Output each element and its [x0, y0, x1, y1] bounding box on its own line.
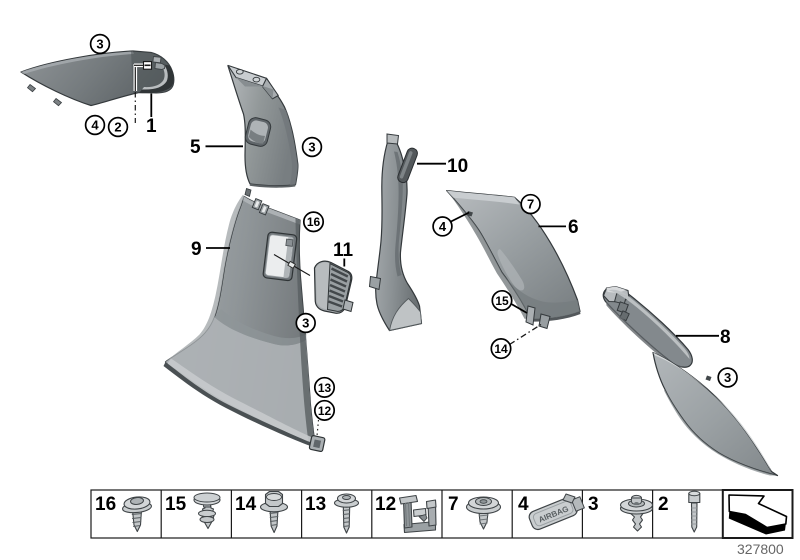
svg-text:10: 10: [447, 156, 468, 177]
svg-text:12: 12: [318, 404, 332, 418]
svg-text:3: 3: [724, 370, 731, 385]
svg-text:2: 2: [658, 494, 669, 515]
svg-text:4: 4: [518, 494, 529, 515]
svg-text:3: 3: [302, 316, 309, 331]
svg-text:6: 6: [568, 217, 579, 238]
svg-text:4: 4: [439, 219, 447, 234]
svg-text:13: 13: [305, 494, 326, 515]
svg-text:3: 3: [588, 494, 599, 515]
svg-text:9: 9: [191, 239, 202, 260]
svg-text:7: 7: [527, 197, 534, 212]
svg-text:8: 8: [720, 327, 731, 348]
svg-text:5: 5: [190, 137, 201, 158]
svg-text:4: 4: [91, 118, 99, 133]
svg-text:16: 16: [95, 494, 116, 515]
svg-text:11: 11: [333, 240, 354, 261]
svg-text:1: 1: [146, 116, 157, 137]
svg-text:13: 13: [318, 381, 332, 395]
svg-text:3: 3: [308, 140, 315, 155]
svg-text:2: 2: [114, 120, 121, 135]
svg-text:14: 14: [494, 342, 508, 356]
svg-text:3: 3: [96, 37, 103, 52]
svg-text:12: 12: [375, 494, 396, 515]
svg-text:15: 15: [495, 294, 509, 308]
svg-text:7: 7: [448, 494, 459, 515]
svg-text:15: 15: [165, 494, 187, 515]
svg-text:327800: 327800: [737, 541, 784, 557]
svg-text:16: 16: [307, 215, 321, 229]
svg-text:14: 14: [235, 494, 257, 515]
